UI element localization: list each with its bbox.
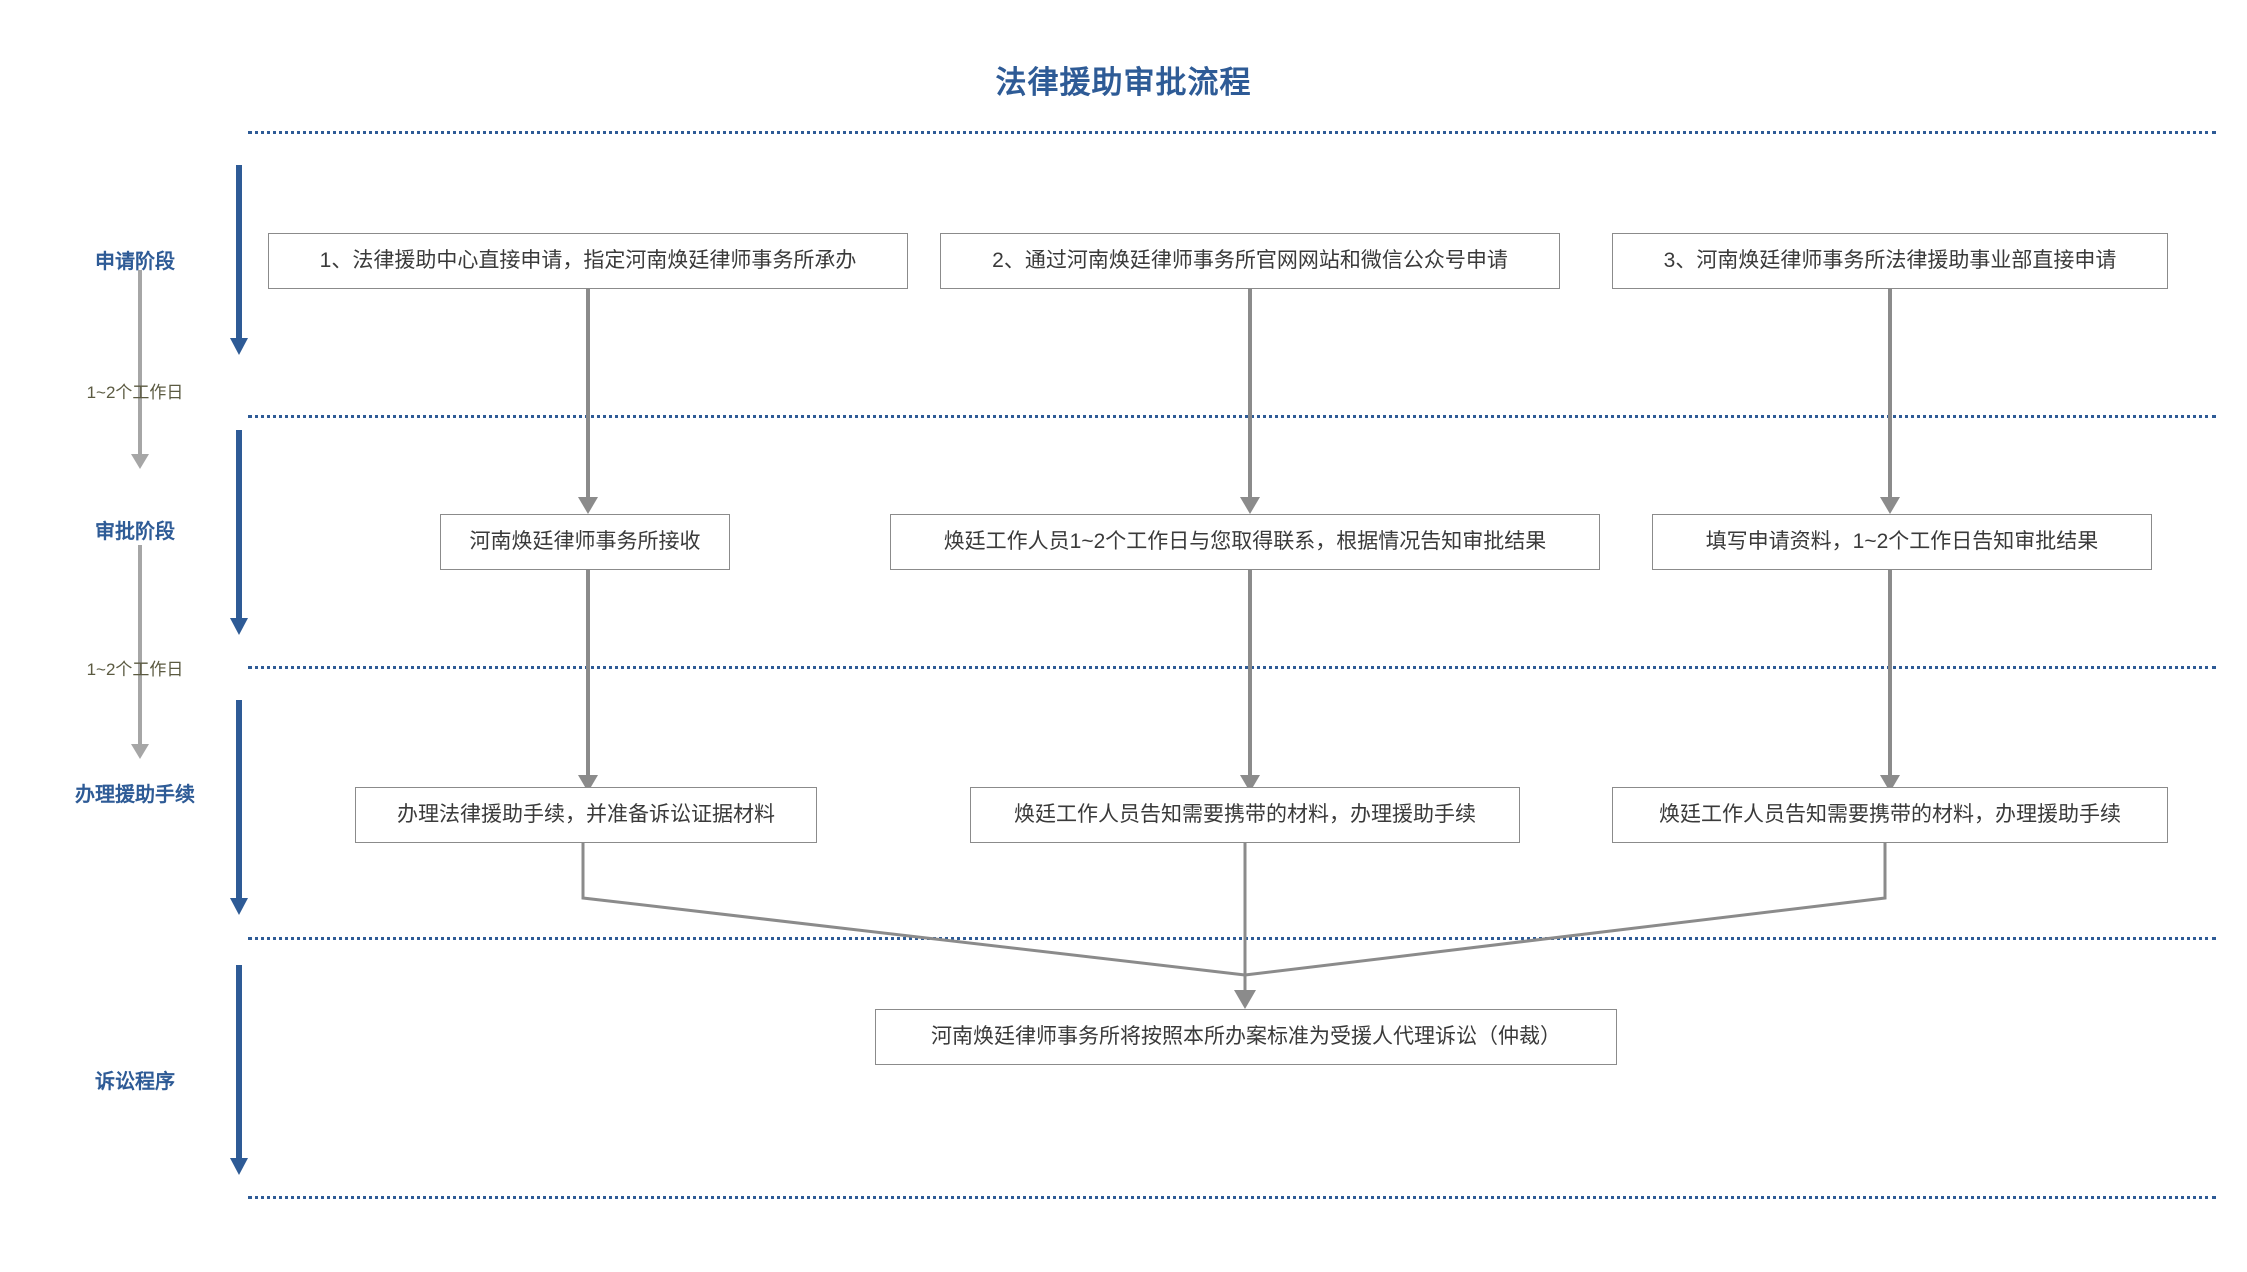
node-application-3[interactable]: 3、河南焕廷律师事务所法律援助事业部直接申请 [1612, 233, 2168, 289]
connector-application-2-to-approval-2 [1240, 289, 1260, 514]
connector-application-3-to-approval-3 [1880, 289, 1900, 514]
stage-label-litigation: 诉讼程序 [95, 1071, 175, 1093]
node-approval-3[interactable]: 填写申请资料，1~2个工作日告知审批结果 [1652, 514, 2152, 570]
page-title: 法律援助审批流程 [995, 65, 1252, 100]
stage-label-application: 申请阶段 [95, 251, 175, 273]
band-separator-top [248, 131, 2216, 134]
node-approval-2[interactable]: 焕廷工作人员1~2个工作日与您取得联系，根据情况告知审批结果 [890, 514, 1600, 570]
band-separator-bottom [248, 1196, 2216, 1199]
node-handling-3[interactable]: 焕廷工作人员告知需要携带的材料，办理援助手续 [1612, 787, 2168, 843]
node-application-1[interactable]: 1、法律援助中心直接申请，指定河南焕廷律师事务所承办 [268, 233, 908, 289]
connector-approval-1-to-handling-1 [578, 570, 598, 792]
node-litigation-1[interactable]: 河南焕廷律师事务所将按照本所办案标准为受援人代理诉讼（仲裁） [875, 1009, 1617, 1065]
node-application-2[interactable]: 2、通过河南焕廷律师事务所官网网站和微信公众号申请 [940, 233, 1560, 289]
band-separator-handling [248, 937, 2216, 940]
band-separator-approval [248, 666, 2216, 669]
connector-approval-2-to-handling-2 [1240, 570, 1260, 792]
stage-arrow-litigation [230, 965, 248, 1175]
node-handling-1[interactable]: 办理法律援助手续，并准备诉讼证据材料 [355, 787, 817, 843]
node-handling-2[interactable]: 焕廷工作人员告知需要携带的材料，办理援助手续 [970, 787, 1520, 843]
band-separator-application [248, 415, 2216, 418]
connector-approval-3-to-handling-3 [1880, 570, 1900, 792]
stage-label-handling: 办理援助手续 [75, 784, 195, 806]
converge-arrow-head [1234, 990, 1256, 1009]
converge-line-left [581, 843, 1246, 977]
duration-label-2: 1~2个工作日 [86, 660, 184, 679]
duration-label-1: 1~2个工作日 [86, 383, 184, 402]
stage-arrow-approval [230, 430, 248, 635]
converge-line-right [1244, 843, 1887, 977]
connector-application-1-to-approval-1 [578, 289, 598, 514]
stage-arrow-handling [230, 700, 248, 915]
duration-arrow-1 [131, 270, 149, 470]
node-approval-1[interactable]: 河南焕廷律师事务所接收 [440, 514, 730, 570]
stage-arrow-application [230, 165, 248, 355]
duration-arrow-2 [131, 545, 149, 760]
stage-label-approval: 审批阶段 [95, 521, 175, 543]
